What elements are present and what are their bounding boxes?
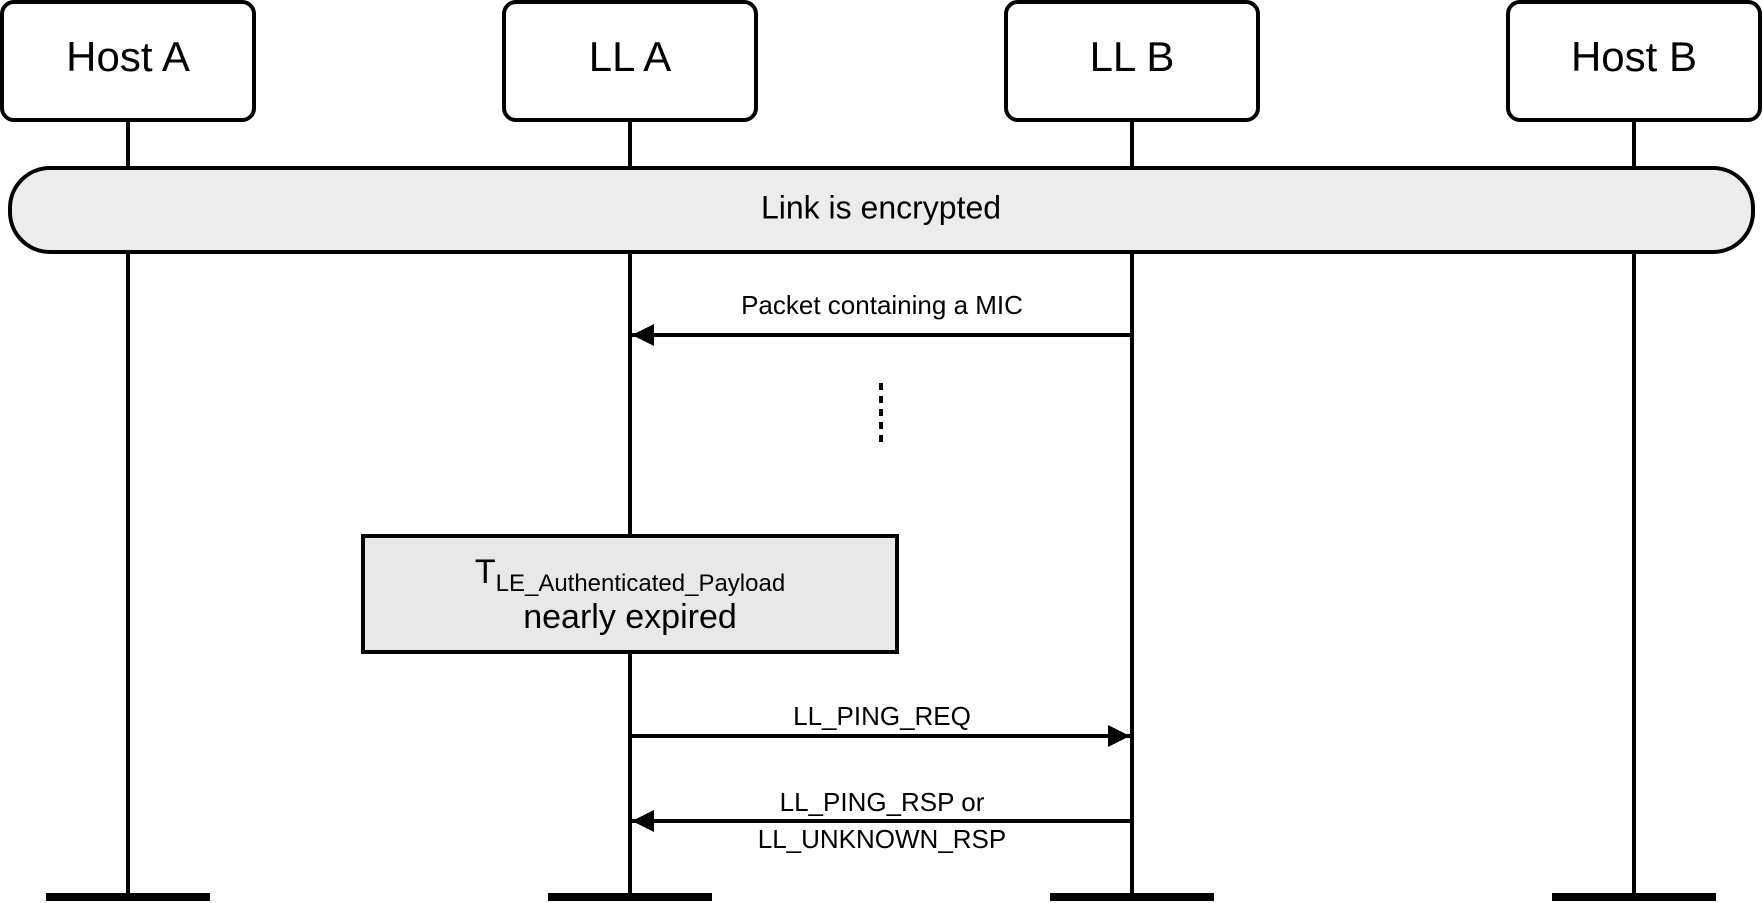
participant-label: LL B (1090, 33, 1175, 80)
participant-box (1506, 0, 1762, 122)
participant-label: Host A (66, 33, 190, 80)
participant-label: Host B (1571, 33, 1697, 80)
participant-host-b: Host B (1506, 0, 1762, 122)
message-label: LL_PING_REQ (793, 701, 971, 731)
participant-ll-b: LL B (1004, 0, 1260, 122)
participant-label: LL A (589, 33, 672, 80)
participant-box (1004, 0, 1260, 122)
message-ping-rsp: LL_PING_RSP or LL_UNKNOWN_RSP (632, 787, 1132, 854)
participant-host-a: Host A (0, 0, 256, 122)
note-line-2: nearly expired (523, 598, 737, 636)
band-label: Link is encrypted (761, 189, 1001, 225)
band-shape (8, 166, 1755, 254)
note-line-1: TLE_Authenticated_Payload (475, 553, 785, 597)
participant-ll-a: LL A (502, 0, 758, 122)
participant-box (502, 0, 758, 122)
note-symbol: T (475, 553, 496, 591)
note-box (361, 534, 899, 654)
encrypted-link-band: Link is encrypted (8, 166, 1755, 254)
note-subscript: LE_Authenticated_Payload (496, 570, 786, 597)
message-ping-req: LL_PING_REQ (630, 701, 1130, 747)
timer-note: TLE_Authenticated_Payload nearly expired (361, 534, 899, 654)
participant-box (0, 0, 256, 122)
message-label-line-2: LL_UNKNOWN_RSP (758, 824, 1007, 854)
message-label: Packet containing a MIC (741, 290, 1023, 320)
message-label-line-1: LL_PING_RSP or (780, 787, 985, 817)
message-packet-mic: Packet containing a MIC (632, 290, 1132, 346)
